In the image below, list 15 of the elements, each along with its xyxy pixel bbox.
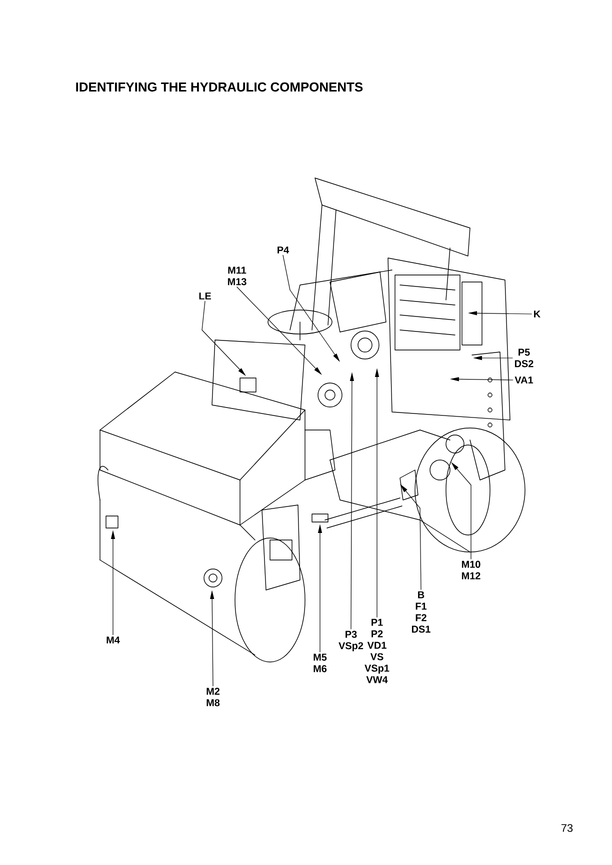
callout-label: M4: [106, 636, 120, 644]
callout-label: P3 VSp2: [338, 630, 364, 652]
callout-label: B F1 F2 DS1: [412, 591, 430, 633]
callout-label: P5 DS2: [514, 348, 534, 368]
callout-label: P4: [278, 246, 290, 254]
callout-label: M11 M13: [228, 266, 246, 286]
callout-label: LE: [199, 292, 211, 300]
callout-label: M5 M6: [314, 654, 327, 672]
callout-label: M10 M12: [462, 560, 480, 580]
page-number: 73: [561, 824, 573, 832]
callout-label: M2 M8: [206, 688, 220, 706]
title: IDENTIFYING THE HYDRAULIC COMPONENTS: [76, 82, 363, 92]
callout-label: VA1: [514, 376, 534, 384]
callout-label: P1 P2 VD1 VS VSp1 VW4: [364, 618, 390, 684]
callout-label: K: [534, 310, 540, 318]
